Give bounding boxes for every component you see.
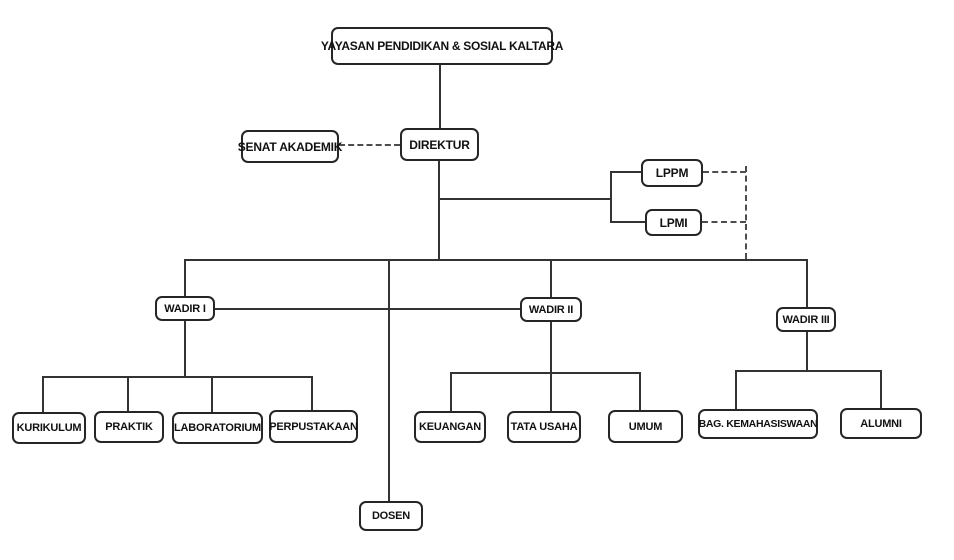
connector-drop-alumni [880,370,882,408]
connector-rake-wadir1 [42,376,312,378]
node-direktur: DIREKTUR [400,128,479,161]
connector-drop-laboratorium [211,376,213,412]
connector-wadir2-rake [550,322,552,411]
connector-lppm-dashed [703,171,746,173]
connector-drop-perpustakaan [311,376,313,410]
connector-drop-praktik [127,376,129,411]
connector-rake-wadir3 [735,370,881,372]
connector-main-spine [184,259,808,261]
connector-wadir3-rake [806,332,808,371]
node-wadir-i: WADIR I [155,296,215,321]
connector-bracket-vertical [610,171,612,223]
node-wadir-ii: WADIR II [520,297,582,322]
connector-drop-keuangan [450,372,452,411]
connector-rake-wadir2 [450,372,640,374]
connector-spine-wadir2 [550,259,552,297]
node-dosen: DOSEN [359,501,423,531]
connector-direktur-bracket [438,198,611,200]
node-umum: UMUM [608,410,683,443]
connector-drop-kurikulum [42,376,44,412]
connector-drop-bag-kemahasiswaan [735,370,737,409]
node-praktik: PRAKTIK [94,411,164,443]
node-senat-akademik: SENAT AKADEMIK [238,130,342,163]
connector-drop-umum [639,372,641,410]
connector-wadir1-wadir2 [215,308,520,310]
connector-wadir1-rake [184,321,186,377]
node-laboratorium: LABORATORIUM [172,412,263,444]
node-lpmi: LPMI [645,209,702,236]
node-keuangan: KEUANGAN [414,411,486,443]
connector-spine-wadir3 [806,259,808,307]
connector-lpmi-dashed [702,221,746,223]
connector-bracket-lppm [610,171,641,173]
connector-spine-wadir1 [184,259,186,296]
node-yayasan: YAYASAN PENDIDIKAN & SOSIAL KALTARA [321,27,563,65]
node-wadir-iii: WADIR III [776,307,836,332]
node-bag-kemahasiswaan: BAG. KEMAHASISWAAN [698,409,818,439]
connector-yayasan-direktur [439,65,441,128]
node-tata-usaha: TATA USAHA [507,411,581,443]
node-alumni: ALUMNI [840,408,922,439]
connector-dashed-vertical [745,166,747,259]
connector-senat-direktur [339,144,400,146]
connector-bracket-lpmi [610,221,645,223]
node-lppm: LPPM [641,159,703,187]
connector-spine-dosen [388,259,390,501]
node-perpustakaan: PERPUSTAKAAN [269,410,358,443]
node-kurikulum: KURIKULUM [12,412,86,444]
connector-direktur-spine [438,161,440,260]
